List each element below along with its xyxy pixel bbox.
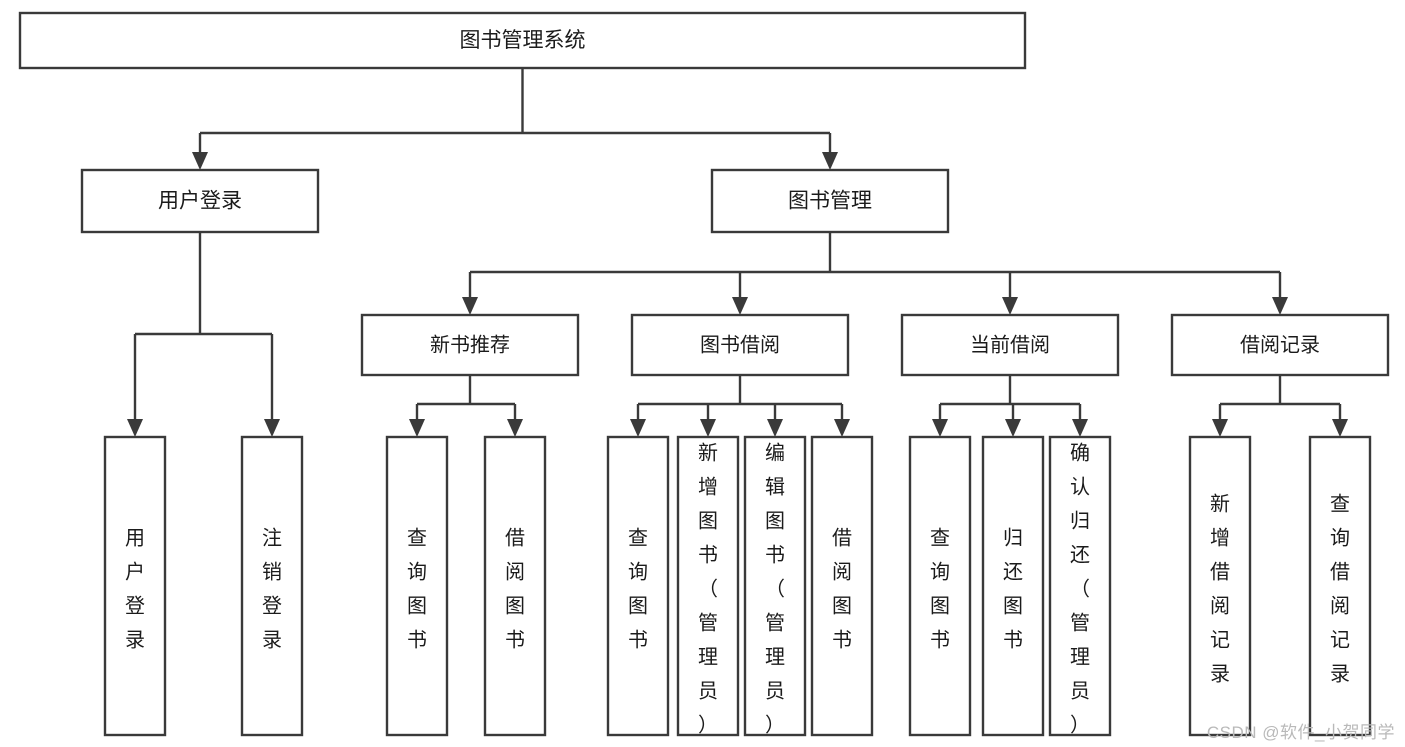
- l3-1-branch-0-arrowhead: [630, 419, 646, 437]
- leaf-node[interactable]: 查询图书: [606, 435, 670, 737]
- leaf-box[interactable]: [810, 435, 874, 737]
- leaf-label: 借阅图书: [505, 527, 525, 652]
- leaf-label: 确认归还（管理员）: [1070, 442, 1090, 737]
- level3-label: 图书借阅: [700, 333, 780, 356]
- leaf-label: 查询图书: [628, 527, 648, 652]
- leaf-box[interactable]: [743, 435, 807, 737]
- root-branch-1-arrowhead: [822, 152, 838, 170]
- leaf-box[interactable]: [385, 435, 449, 737]
- level3-label: 当前借阅: [970, 333, 1050, 356]
- root-branch-0-arrowhead: [192, 152, 208, 170]
- book-mgmt-branch-2-arrowhead: [1002, 297, 1018, 315]
- level3-node[interactable]: 图书借阅: [630, 313, 850, 377]
- csdn-watermark: CSDN @软件_小贺同学: [1206, 723, 1395, 742]
- leaf-node[interactable]: 编辑图书（管理员）: [743, 435, 807, 737]
- leaf-box[interactable]: [981, 435, 1045, 737]
- leaf-node[interactable]: 确认归还（管理员）: [1048, 435, 1112, 737]
- leaf-label: 归还图书: [1003, 527, 1023, 652]
- leaf-node[interactable]: 新增图书（管理员）: [676, 435, 740, 737]
- root-box[interactable]: [18, 11, 1027, 70]
- l3-1-branch-3-arrowhead: [834, 419, 850, 437]
- book-mgmt-branch-0-arrowhead: [462, 297, 478, 315]
- leaf-box[interactable]: [1048, 435, 1112, 737]
- leaf-node[interactable]: 归还图书: [981, 435, 1045, 737]
- l3-0-branch-0-arrowhead: [409, 419, 425, 437]
- leaf-label: 新增图书（管理员）: [698, 442, 718, 737]
- level3-box[interactable]: [1170, 313, 1390, 377]
- level3-node[interactable]: 借阅记录: [1170, 313, 1390, 377]
- leaf-node[interactable]: 注销登录: [240, 435, 304, 737]
- leaf-label: 借阅图书: [832, 527, 852, 652]
- leaf-label: 查询图书: [407, 527, 427, 652]
- leaf-label: 查询借阅记录: [1330, 493, 1350, 686]
- root-node[interactable]: 图书管理系统: [18, 11, 1027, 70]
- leaf-box[interactable]: [908, 435, 972, 737]
- leaf-node[interactable]: 查询图书: [908, 435, 972, 737]
- leaf-label: 用户登录: [125, 528, 145, 652]
- level2-box[interactable]: [710, 168, 950, 234]
- leaf-node[interactable]: 借阅图书: [810, 435, 874, 737]
- leaf-node[interactable]: 新增借阅记录: [1188, 435, 1252, 737]
- book-mgmt-branch-3-arrowhead: [1272, 297, 1288, 315]
- level2-node[interactable]: 图书管理: [710, 168, 950, 234]
- leaf-box[interactable]: [483, 435, 547, 737]
- leaf-box[interactable]: [103, 435, 167, 737]
- leaf-box[interactable]: [676, 435, 740, 737]
- level2-box[interactable]: [80, 168, 320, 234]
- user-login-branch-0-arrowhead: [127, 419, 143, 437]
- leaf-node[interactable]: 用户登录: [103, 435, 167, 737]
- l3-3-branch-0-arrowhead: [1212, 419, 1228, 437]
- level3-node[interactable]: 当前借阅: [900, 313, 1120, 377]
- leaf-label: 新增借阅记录: [1210, 493, 1230, 686]
- level3-node[interactable]: 新书推荐: [360, 313, 580, 377]
- level3-box[interactable]: [360, 313, 580, 377]
- level3-box[interactable]: [630, 313, 850, 377]
- leaf-box[interactable]: [606, 435, 670, 737]
- level3-label: 借阅记录: [1240, 333, 1320, 356]
- node-layer: 图书管理系统用户登录图书管理新书推荐图书借阅当前借阅借阅记录用户登录注销登录查询…: [18, 11, 1390, 737]
- level2-node[interactable]: 用户登录: [80, 168, 320, 234]
- level3-label: 新书推荐: [430, 333, 510, 356]
- root-label: 图书管理系统: [460, 29, 586, 52]
- level2-label: 用户登录: [158, 190, 242, 213]
- l3-1-branch-2-arrowhead: [767, 419, 783, 437]
- user-login-branch-1-arrowhead: [264, 419, 280, 437]
- leaf-box[interactable]: [1308, 435, 1372, 737]
- leaf-node[interactable]: 借阅图书: [483, 435, 547, 737]
- leaf-label: 查询图书: [930, 527, 950, 652]
- connector-layer: [127, 68, 1348, 437]
- book-mgmt-branch-1-arrowhead: [732, 297, 748, 315]
- leaf-node[interactable]: 查询借阅记录: [1308, 435, 1372, 737]
- l3-1-branch-1-arrowhead: [700, 419, 716, 437]
- leaf-label: 编辑图书（管理员）: [765, 442, 785, 737]
- l3-3-branch-1-arrowhead: [1332, 419, 1348, 437]
- level3-box[interactable]: [900, 313, 1120, 377]
- level2-label: 图书管理: [788, 190, 872, 213]
- leaf-node[interactable]: 查询图书: [385, 435, 449, 737]
- l3-2-branch-1-arrowhead: [1005, 419, 1021, 437]
- l3-2-branch-2-arrowhead: [1072, 419, 1088, 437]
- leaf-box[interactable]: [1188, 435, 1252, 737]
- leaf-box[interactable]: [240, 435, 304, 737]
- leaf-label: 注销登录: [262, 527, 282, 652]
- l3-0-branch-1-arrowhead: [507, 419, 523, 437]
- l3-2-branch-0-arrowhead: [932, 419, 948, 437]
